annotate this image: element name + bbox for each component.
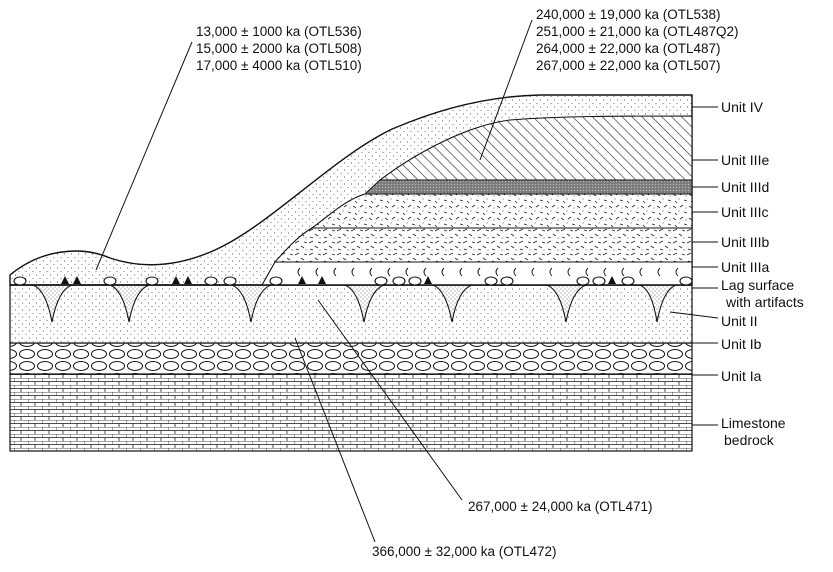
unit-ib-label: Unit Ib <box>721 336 762 352</box>
date-label: 264,000 ± 22,000 ka (OTL487) <box>536 41 721 56</box>
unit-iiia-label: Unit IIIa <box>721 259 769 275</box>
unit-iv-date-list: 13,000 ± 1000 ka (OTL536) 15,000 ± 2000 … <box>196 24 362 73</box>
unit-label-list: Unit IV Unit IIIe Unit IIId Unit IIIc Un… <box>721 99 804 448</box>
bedrock-label: Limestone <box>721 415 786 431</box>
unit-ia-label: Unit Ia <box>721 368 762 384</box>
unit-iiid-label: Unit IIId <box>721 179 769 195</box>
date-label: 13,000 ± 1000 ka (OTL536) <box>196 24 362 39</box>
lag-surface-label: Lag surface <box>721 277 794 293</box>
unit-iiie-date-list: 240,000 ± 19,000 ka (OTL538) 251,000 ± 2… <box>536 7 739 73</box>
date-label: 267,000 ± 22,000 ka (OTL507) <box>536 58 721 73</box>
date-leaders <box>95 19 533 543</box>
artifact-markers <box>61 276 616 284</box>
date-label: 251,000 ± 21,000 ka (OTL487Q2) <box>536 24 739 39</box>
unit-iiie-label: Unit IIIe <box>721 152 769 168</box>
lag-cobbles <box>13 276 693 286</box>
bedrock-label-line2: bedrock <box>724 432 775 448</box>
unit-iiia-marks <box>297 267 679 277</box>
date-label: 17,000 ± 4000 ka (OTL510) <box>196 58 362 73</box>
unit-ib-date: 366,000 ± 32,000 ka (OTL472) <box>372 544 557 559</box>
date-label: 240,000 ± 19,000 ka (OTL538) <box>536 7 721 22</box>
unit-leaders <box>669 106 719 426</box>
unit-iiid-layer <box>363 179 693 195</box>
lag-surface-label-line2: with artifacts <box>725 294 804 310</box>
bedrock-layer <box>9 373 693 452</box>
unit-iiic-label: Unit IIIc <box>721 204 768 220</box>
unit-iiib-label: Unit IIIb <box>721 234 769 250</box>
unit-iv-label: Unit IV <box>721 99 764 115</box>
unit-ii-date: 267,000 ± 24,000 ka (OTL471) <box>468 499 653 514</box>
date-label: 15,000 ± 2000 ka (OTL508) <box>196 41 362 56</box>
unit-ii-label: Unit II <box>721 313 758 329</box>
